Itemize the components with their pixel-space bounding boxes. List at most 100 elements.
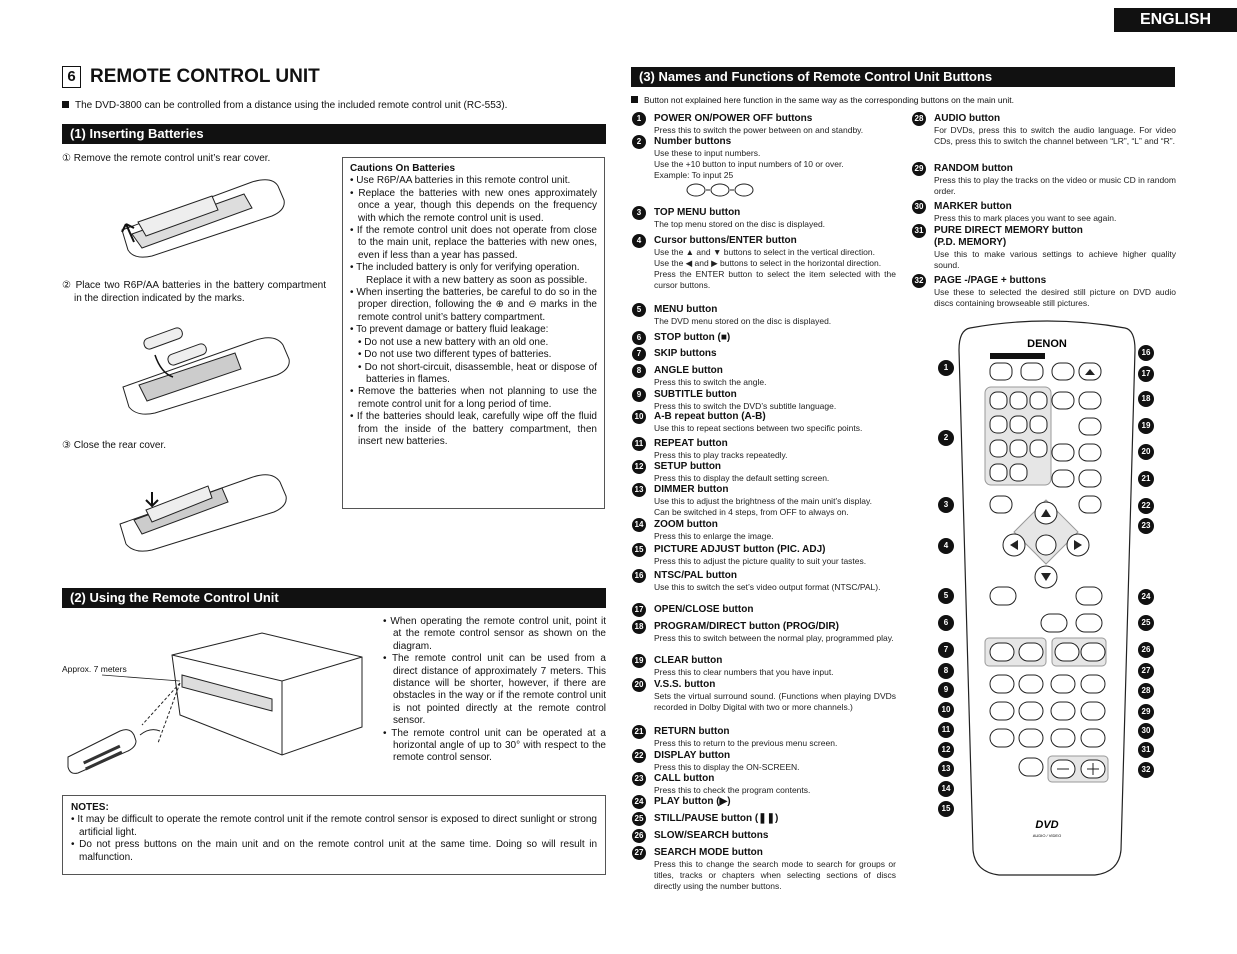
page-title: 6 REMOTE CONTROL UNIT [62, 66, 320, 88]
section-title: REMOTE CONTROL UNIT [90, 66, 320, 87]
number-badge-icon: 18 [632, 620, 646, 634]
remote-key [1018, 674, 1044, 694]
number-badge-icon: 22 [632, 749, 646, 763]
distance-label: Approx. 7 meters [62, 664, 127, 674]
button-name: OPEN/CLOSE button [654, 604, 754, 615]
input-example-icon [686, 183, 754, 197]
button-desc: Press this to display the ON-SCREEN. [654, 762, 800, 772]
button-desc: Press this to display the default settin… [654, 473, 830, 483]
button-name: ANGLE button [654, 365, 723, 376]
language-tab: ENGLISH [1114, 8, 1237, 32]
callout-27-icon: 27 [1138, 663, 1154, 679]
button-desc: Press this to adjust the picture quality… [654, 556, 867, 566]
number-badge-icon: 14 [632, 518, 646, 532]
notes-title: NOTES: [71, 802, 109, 813]
remote-number-key [1029, 391, 1048, 410]
caution-item: • Use R6P/AA batteries in this remote co… [350, 175, 571, 187]
button-name: STILL/PAUSE button (❚❚) [654, 813, 779, 824]
button-desc: Press this to switch between the normal … [654, 633, 894, 643]
button-desc: Press this to play the tracks on the vid… [934, 175, 1176, 196]
button-desc: Use this to make various settings to ach… [934, 249, 1176, 270]
callout-30-icon: 30 [1138, 723, 1154, 739]
remove-cover-illustration [121, 179, 285, 258]
button-desc: Use this to adjust the brightness of the… [654, 496, 872, 517]
callout-25-icon: 25 [1138, 615, 1154, 631]
number-badge-icon: 28 [912, 112, 926, 126]
callout-13-icon: 13 [938, 761, 954, 777]
caution-item: • The included battery is only for verif… [350, 262, 580, 274]
button-name: V.S.S. button [654, 679, 716, 690]
callout-9-icon: 9 [938, 682, 954, 698]
step-2: ② Place two R6P/AA batteries in the batt… [62, 280, 326, 304]
button-desc: Press this to switch the power between o… [654, 125, 864, 135]
callout-23-icon: 23 [1138, 518, 1154, 534]
button-name: PURE DIRECT MEMORY button (P.D. MEMORY) [934, 225, 1083, 248]
remote-control-diagram: DENON DVD AUDIO / VIDEO [958, 320, 1136, 876]
button-name: REPEAT button [654, 438, 728, 449]
button-desc: Press this to switch the angle. [654, 377, 767, 387]
button-desc: Use this to switch the set’s video outpu… [654, 582, 881, 592]
square-bullet-icon [631, 96, 638, 103]
remote-key [1018, 728, 1044, 748]
callout-15-icon: 15 [938, 801, 954, 817]
callout-21-icon: 21 [1138, 471, 1154, 487]
callout-29-icon: 29 [1138, 704, 1154, 720]
callout-2-icon: 2 [938, 430, 954, 446]
caution-item: • Replace the batteries with new ones ap… [350, 187, 597, 224]
callout-6-icon: 6 [938, 615, 954, 631]
callout-26-icon: 26 [1138, 642, 1154, 658]
caution-item: • Do not use two different types of batt… [358, 349, 552, 361]
button-desc: Press this to check the program contents… [654, 785, 811, 795]
number-badge-icon: 8 [632, 364, 646, 378]
button-name: SETUP button [654, 461, 722, 472]
using-bullet: • The remote control unit can be used fr… [383, 653, 606, 727]
intro-text: The DVD-3800 can be controlled from a di… [62, 99, 606, 112]
using-bullet: • The remote control unit can be operate… [383, 727, 606, 764]
remote-number-key [989, 439, 1008, 458]
callout-3-icon: 3 [938, 497, 954, 513]
button-desc: Press this to clear numbers that you hav… [654, 667, 834, 677]
callout-20-icon: 20 [1138, 444, 1154, 460]
button-name: PROGRAM/DIRECT button (PROG/DIR) [654, 621, 839, 632]
remote-number-key [1009, 391, 1028, 410]
callout-14-icon: 14 [938, 781, 954, 797]
note-item: • Do not press buttons on the main unit … [71, 839, 597, 863]
remote-key [1080, 728, 1106, 748]
callout-1-icon: 1 [938, 360, 954, 376]
remote-dvd-logo: DVD [1035, 819, 1058, 831]
callout-8-icon: 8 [938, 663, 954, 679]
inserting-batteries-heading: (1) Inserting Batteries [62, 124, 606, 144]
number-badge-icon: 1 [632, 112, 646, 126]
button-name: Number buttons [654, 136, 732, 147]
button-desc: The top menu stored on the disc is displ… [654, 219, 826, 229]
callout-22-icon: 22 [1138, 498, 1154, 514]
number-badge-icon: 6 [632, 331, 646, 345]
callout-7-icon: 7 [938, 642, 954, 658]
button-name: ZOOM button [654, 519, 718, 530]
note-item: • It may be difficult to operate the rem… [71, 814, 597, 838]
button-name: SKIP buttons [654, 348, 717, 359]
names-functions-heading: (3) Names and Functions of Remote Contro… [631, 67, 1175, 87]
button-name: SEARCH MODE button [654, 847, 763, 858]
button-name: MENU button [654, 304, 718, 315]
button-name: RETURN button [654, 726, 730, 737]
caution-item: • To prevent damage or battery fluid lea… [350, 324, 549, 336]
caution-item: • When inserting the batteries, be caref… [350, 287, 597, 323]
number-badge-icon: 3 [632, 206, 646, 220]
number-badge-icon: 13 [632, 483, 646, 497]
button-desc: Press this to return to the previous men… [654, 738, 838, 748]
number-badge-icon: 32 [912, 274, 926, 288]
